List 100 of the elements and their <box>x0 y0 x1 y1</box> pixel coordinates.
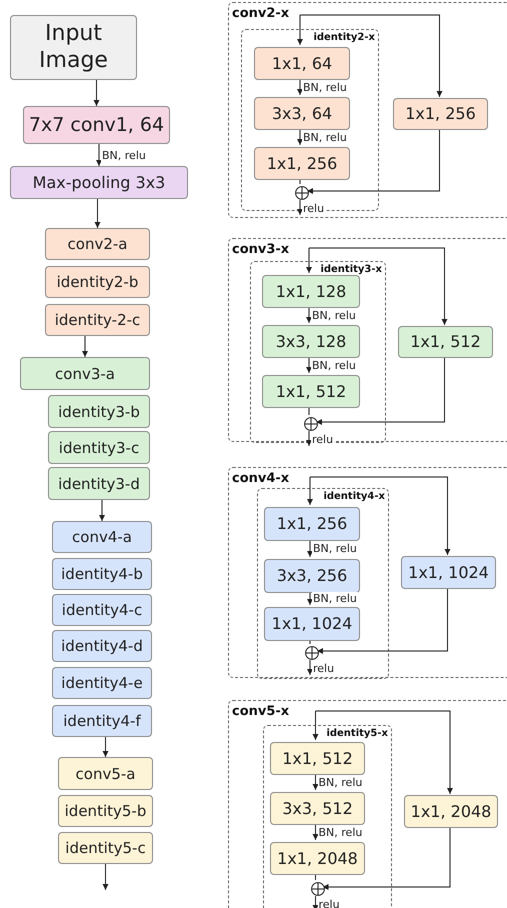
edge-label: BN, relu <box>302 130 348 144</box>
connector-arrow <box>96 144 102 166</box>
edge-label: BN, relu <box>312 592 358 605</box>
layer-box <box>48 467 150 500</box>
connector-arrow <box>316 356 445 425</box>
connector-arrow <box>306 248 312 274</box>
stage-title: conv2-x <box>232 6 290 21</box>
layer-label: identity4-c <box>62 601 142 619</box>
layer-box <box>264 559 360 593</box>
block-title: identity2-x <box>313 32 375 43</box>
edge-label: BN, relu <box>311 358 357 372</box>
connector-arrow <box>312 896 318 908</box>
layer-label: 3x3, 128 <box>276 332 346 352</box>
layer-label: 1x1, 2048 <box>410 802 492 822</box>
connector-arrow <box>307 538 313 558</box>
connector-arrow <box>312 772 318 790</box>
layer-label: 1x1, 256 <box>276 514 348 534</box>
layer-label: conv4-a <box>72 528 132 546</box>
edge-label: BN, relu <box>318 776 364 788</box>
layer-label: 3x3, 512 <box>282 798 353 818</box>
layer-box <box>48 395 150 428</box>
edge-label: relu <box>312 662 336 674</box>
layer-box <box>58 757 153 790</box>
connector-arrow <box>306 128 440 194</box>
layer-label: 7x7 conv1, 64 <box>28 114 164 136</box>
layer-box <box>52 630 152 662</box>
stage-title: conv4-x <box>232 471 290 486</box>
edge-label: relu <box>318 898 341 908</box>
layer-label: 1x1, 128 <box>276 282 346 302</box>
layer-box <box>48 431 150 464</box>
stage-group-frame <box>228 238 507 442</box>
connector-arrow <box>312 822 318 840</box>
sum-operator-icon <box>305 646 319 660</box>
layer-box <box>10 166 188 199</box>
layer-box <box>52 594 152 626</box>
layer-box <box>52 705 152 737</box>
block-title: identity3-x <box>320 264 382 275</box>
connector-arrow <box>82 336 88 358</box>
layer-label: identity4-f <box>63 712 141 730</box>
connector-arrow <box>94 198 100 228</box>
layer-box <box>52 558 152 590</box>
layer-box <box>23 106 170 144</box>
edge-label: BN, relu <box>101 149 147 162</box>
connector-arrow <box>307 590 313 606</box>
layer-label: conv2-a <box>68 235 128 253</box>
layer-label: 1x1, 256 <box>405 104 476 124</box>
layer-box <box>45 266 150 298</box>
layer-label: 1x1, 2048 <box>277 848 358 868</box>
stage-group-frame <box>228 700 507 908</box>
block-group-frame <box>241 29 379 211</box>
connector-arrow <box>94 80 100 106</box>
connector-arrow <box>306 356 312 374</box>
layer-label: Max-pooling 3x3 <box>32 172 166 192</box>
connector-arrow <box>102 864 108 890</box>
layer-label: 1x1, 512 <box>282 748 353 768</box>
layer-label: conv3-a <box>55 364 115 382</box>
layer-label: identity5-b <box>64 802 146 820</box>
layer-box <box>401 556 496 589</box>
connector-arrow <box>99 500 105 522</box>
layer-label: identity3-b <box>58 402 140 420</box>
layer-box <box>45 228 150 260</box>
layer-label: identity4-b <box>61 565 143 583</box>
connector-arrow <box>310 476 450 556</box>
connector-arrow <box>315 710 453 794</box>
edge-label: BN, relu <box>312 542 358 555</box>
connector-arrow <box>102 736 108 758</box>
layer-box <box>262 325 360 358</box>
connector-arrow <box>297 78 303 96</box>
layer-label: identity4-e <box>61 674 143 692</box>
layer-box <box>270 842 365 875</box>
layer-box <box>264 607 360 641</box>
connector-arrow <box>308 248 448 326</box>
layer-box <box>45 304 150 336</box>
layer-box <box>52 667 152 699</box>
layer-box <box>10 15 137 80</box>
connector-arrow <box>307 476 313 506</box>
layer-box <box>262 275 360 308</box>
layer-label: identity3-d <box>58 474 140 492</box>
layer-label: identity5-c <box>65 839 146 857</box>
layer-label: 1x1, 1024 <box>408 562 489 582</box>
stage-title: conv3-x <box>232 242 290 257</box>
layer-label: 1x1, 512 <box>276 382 346 402</box>
edge-label: relu <box>311 432 334 446</box>
edge-label: BN, relu <box>302 80 348 94</box>
edge-label: relu <box>302 202 326 214</box>
layer-box <box>254 47 350 80</box>
layer-label: 3x3, 64 <box>272 104 332 124</box>
edge-label: BN, relu <box>318 826 364 838</box>
connector-arrow <box>307 660 313 676</box>
layer-label: conv5-a <box>76 764 136 782</box>
block-title: identity5-x <box>326 728 388 739</box>
layer-box <box>20 357 150 390</box>
layer-box <box>254 147 350 180</box>
layer-box <box>393 98 488 130</box>
stage-title: conv5-x <box>232 704 290 719</box>
connector-arrow <box>316 588 448 654</box>
layer-label: identity2-b <box>56 273 138 291</box>
layer-label: Input Image <box>38 21 109 74</box>
layer-box <box>58 795 153 827</box>
layer-label: identity4-d <box>61 637 143 655</box>
